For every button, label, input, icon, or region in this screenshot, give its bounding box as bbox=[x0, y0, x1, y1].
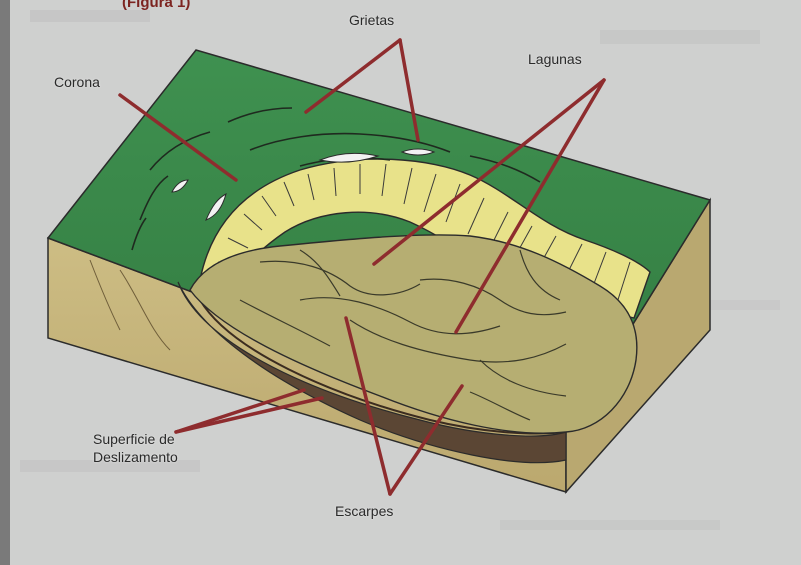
label-superficie-de-deslizamento: Superficie de Deslizamento bbox=[93, 430, 178, 466]
figure-caption-fragment: (Figura 1) bbox=[122, 0, 190, 12]
label-superficie-line1: Superficie de bbox=[93, 430, 178, 448]
label-superficie-line2: Deslizamento bbox=[93, 448, 178, 466]
label-lagunas: Lagunas bbox=[528, 50, 582, 68]
label-escarpes: Escarpes bbox=[335, 502, 393, 520]
label-corona: Corona bbox=[54, 73, 100, 91]
label-grietas: Grietas bbox=[349, 11, 394, 29]
